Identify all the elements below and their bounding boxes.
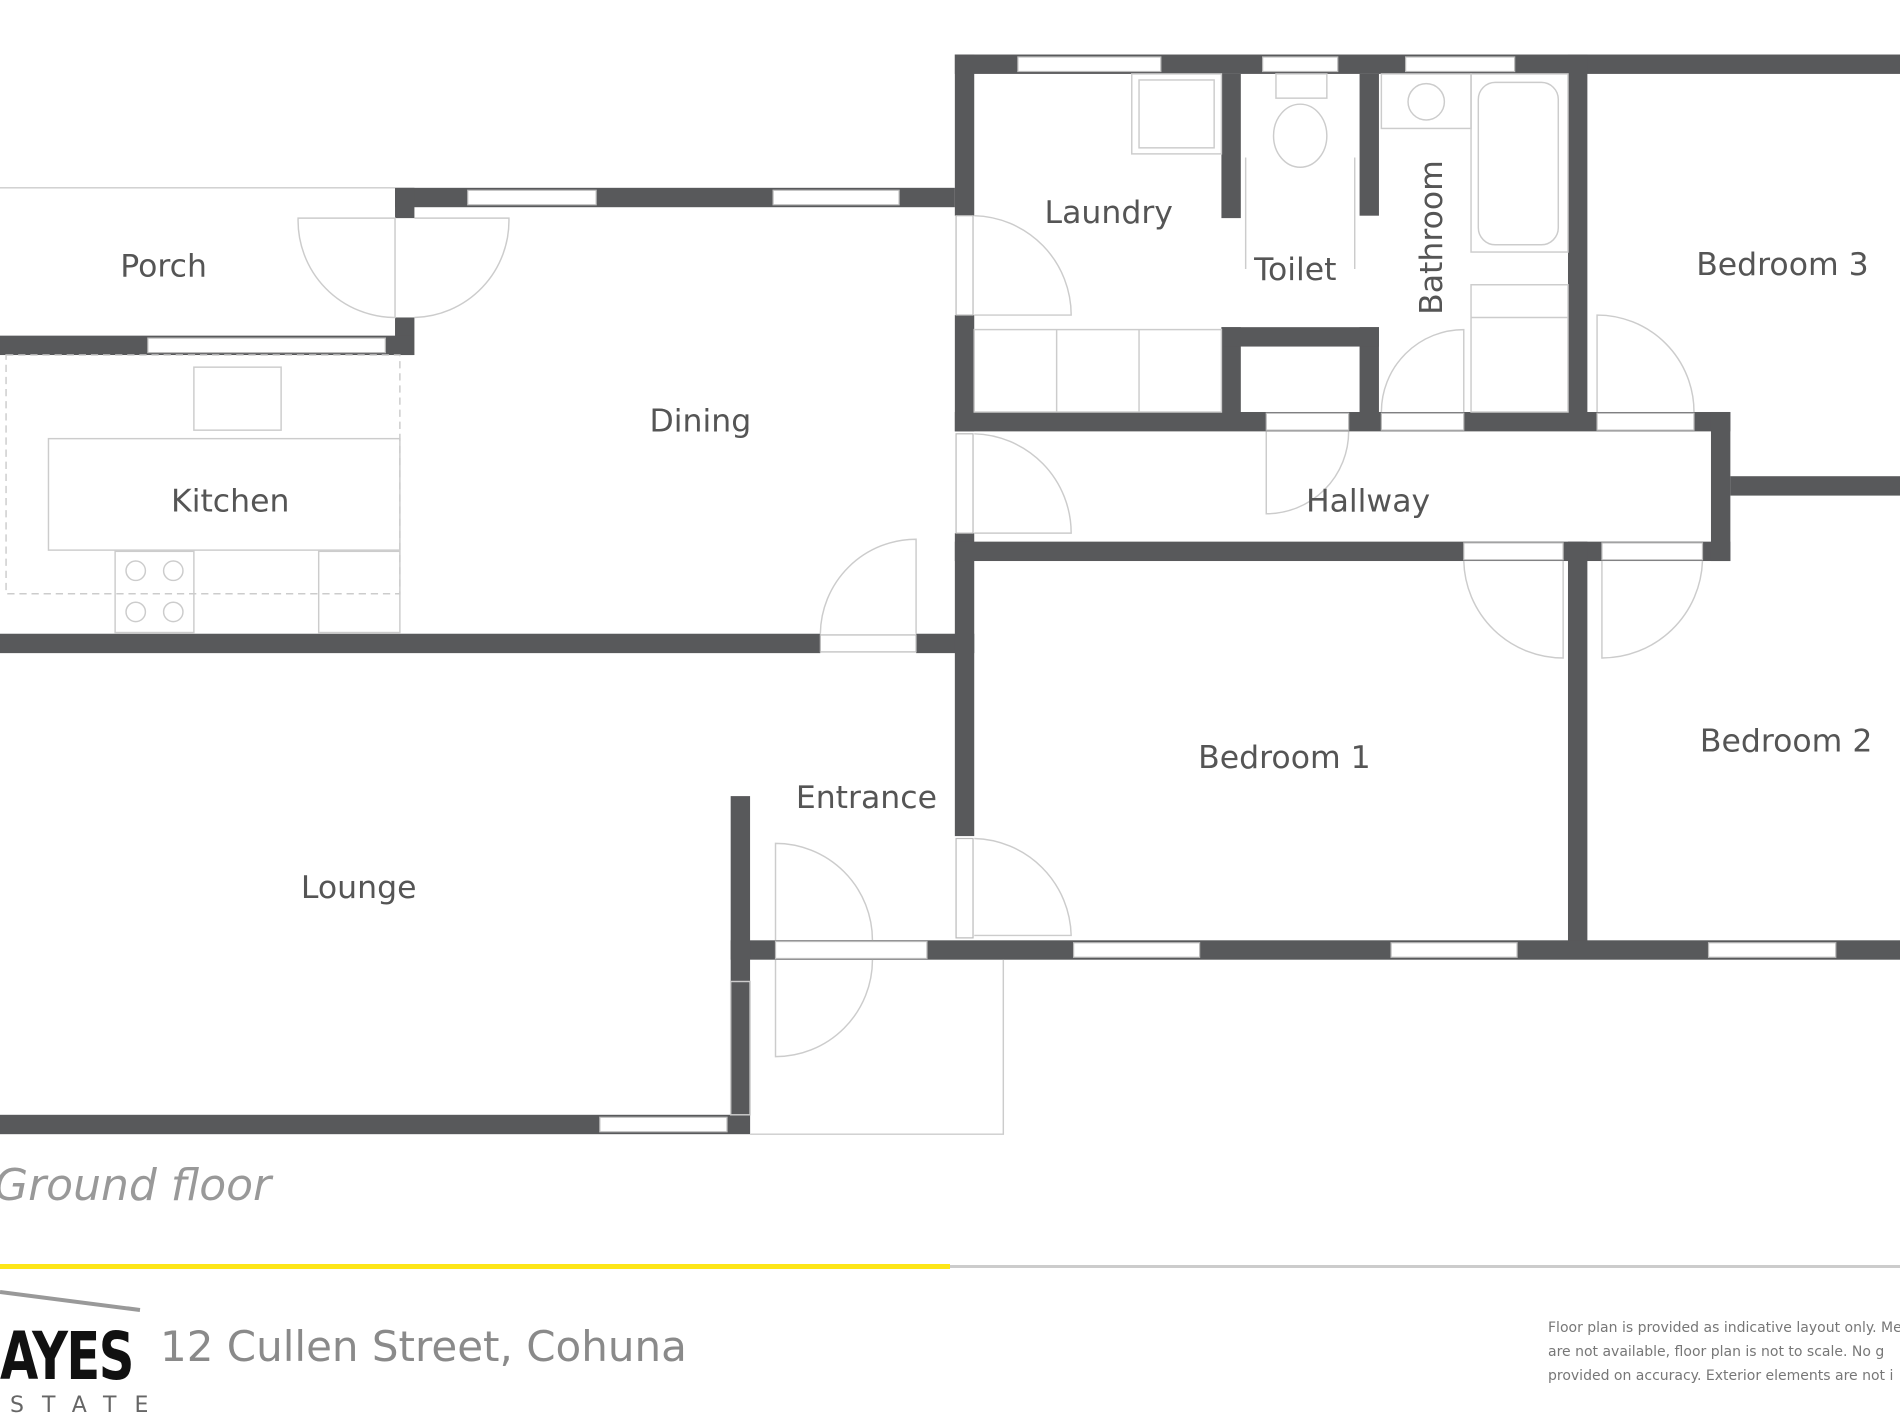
walls	[0, 54, 1900, 1135]
disclaimer-line: Floor plan is provided as indicative lay…	[1548, 1320, 1900, 1336]
logo-subtext: STATE	[10, 1393, 167, 1418]
windows-and-openings	[147, 56, 1837, 1133]
disclaimer-line: are not available, floor plan is not to …	[1548, 1344, 1885, 1360]
disclaimer: Floor plan is provided as indicative lay…	[1548, 1316, 1900, 1388]
floor-label: Ground floor	[0, 1160, 272, 1211]
room-label-toilet: Toilet	[1253, 252, 1336, 288]
room-label-entrance: Entrance	[796, 780, 937, 816]
room-label-lounge: Lounge	[301, 870, 417, 906]
room-label-bedroom1: Bedroom 1	[1198, 740, 1371, 776]
logo-text: AYES	[0, 1318, 134, 1395]
room-labels: Porch Kitchen Dining Laundry Toilet Bath…	[120, 160, 1872, 906]
disclaimer-line: provided on accuracy. Exterior elements …	[1548, 1368, 1894, 1384]
room-label-porch: Porch	[120, 248, 207, 284]
room-label-laundry: Laundry	[1045, 195, 1173, 231]
accent-divider	[0, 1264, 950, 1269]
room-label-bedroom2: Bedroom 2	[1700, 723, 1873, 759]
room-label-hallway: Hallway	[1306, 483, 1430, 519]
room-label-dining: Dining	[650, 403, 752, 439]
logo-roof-icon	[0, 1290, 141, 1312]
divider	[950, 1265, 1900, 1268]
room-label-bathroom: Bathroom	[1414, 160, 1450, 315]
room-label-kitchen: Kitchen	[171, 483, 289, 519]
room-label-bedroom3: Bedroom 3	[1696, 247, 1869, 283]
fixtures-and-doors	[0, 73, 1704, 1135]
property-address: 12 Cullen Street, Cohuna	[160, 1322, 687, 1371]
